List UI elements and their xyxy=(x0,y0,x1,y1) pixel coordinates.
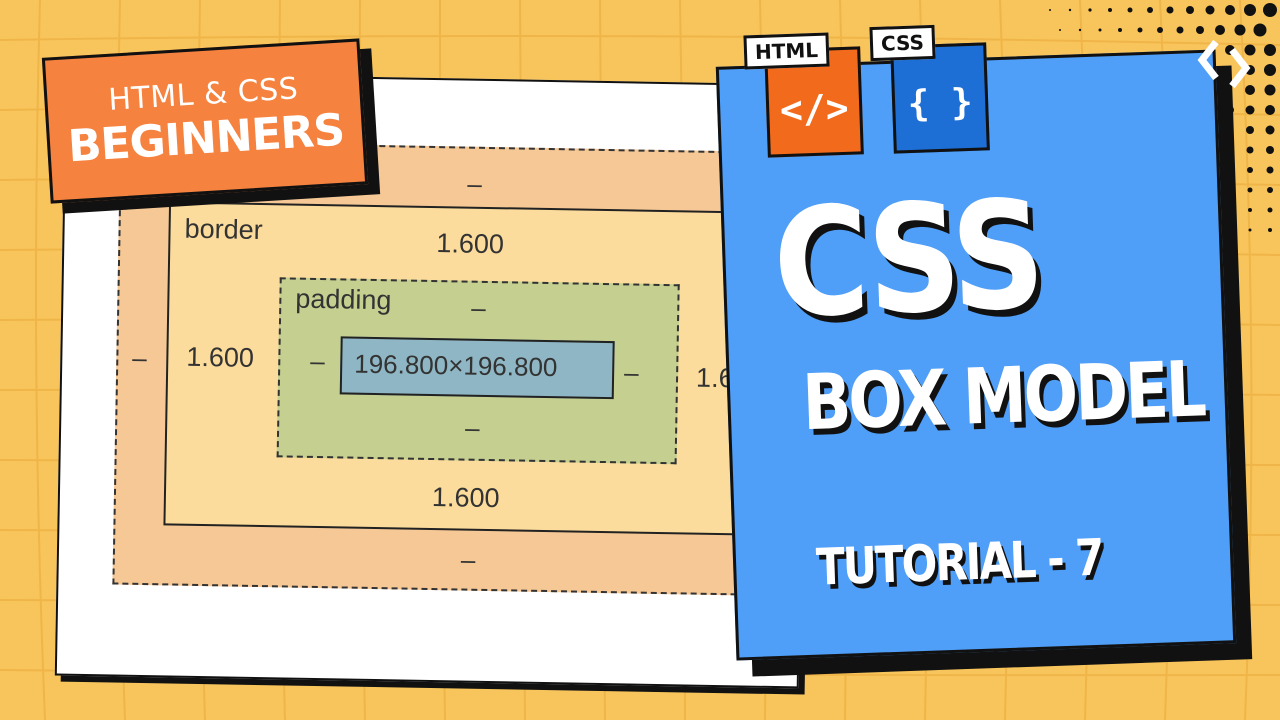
border-box: border 1.600 1.600 1.60 1.600 padding – … xyxy=(163,201,793,537)
margin-top-value: – xyxy=(467,168,483,199)
content-size: 196.800×196.800 xyxy=(354,348,558,383)
border-bottom-value: 1.600 xyxy=(431,482,500,514)
margin-bottom-value: – xyxy=(460,544,476,575)
border-left-value: 1.600 xyxy=(186,341,255,373)
margin-left-value: – xyxy=(132,342,148,374)
html-glyph: </> xyxy=(779,85,850,133)
margin-box: – – – border 1.600 1.600 1.60 1.600 padd… xyxy=(112,140,810,597)
css-label: CSS xyxy=(869,24,936,62)
title-box-model: BOX MODEL xyxy=(801,345,1206,449)
beginners-badge: HTML & CSS BEGINNERS xyxy=(41,38,369,204)
css-glyph: { } xyxy=(906,81,974,126)
padding-bottom-value: – xyxy=(464,412,480,443)
border-label: border xyxy=(184,213,263,246)
content-box: 196.800×196.800 xyxy=(339,336,615,400)
border-top-value: 1.600 xyxy=(436,228,505,260)
padding-top-value: – xyxy=(471,292,486,323)
padding-left-value: – xyxy=(310,345,326,377)
html-label: HTML xyxy=(743,32,830,70)
padding-label: padding xyxy=(295,283,392,316)
title-tutorial: TUTORIAL - 7 xyxy=(815,527,1104,597)
channel-logo-icon xyxy=(1197,39,1251,89)
title-css: CSS xyxy=(770,167,1044,352)
padding-box: padding – – – – 196.800×196.800 xyxy=(276,277,680,465)
halftone-dots xyxy=(1049,3,1277,232)
padding-right-value: – xyxy=(623,357,639,388)
